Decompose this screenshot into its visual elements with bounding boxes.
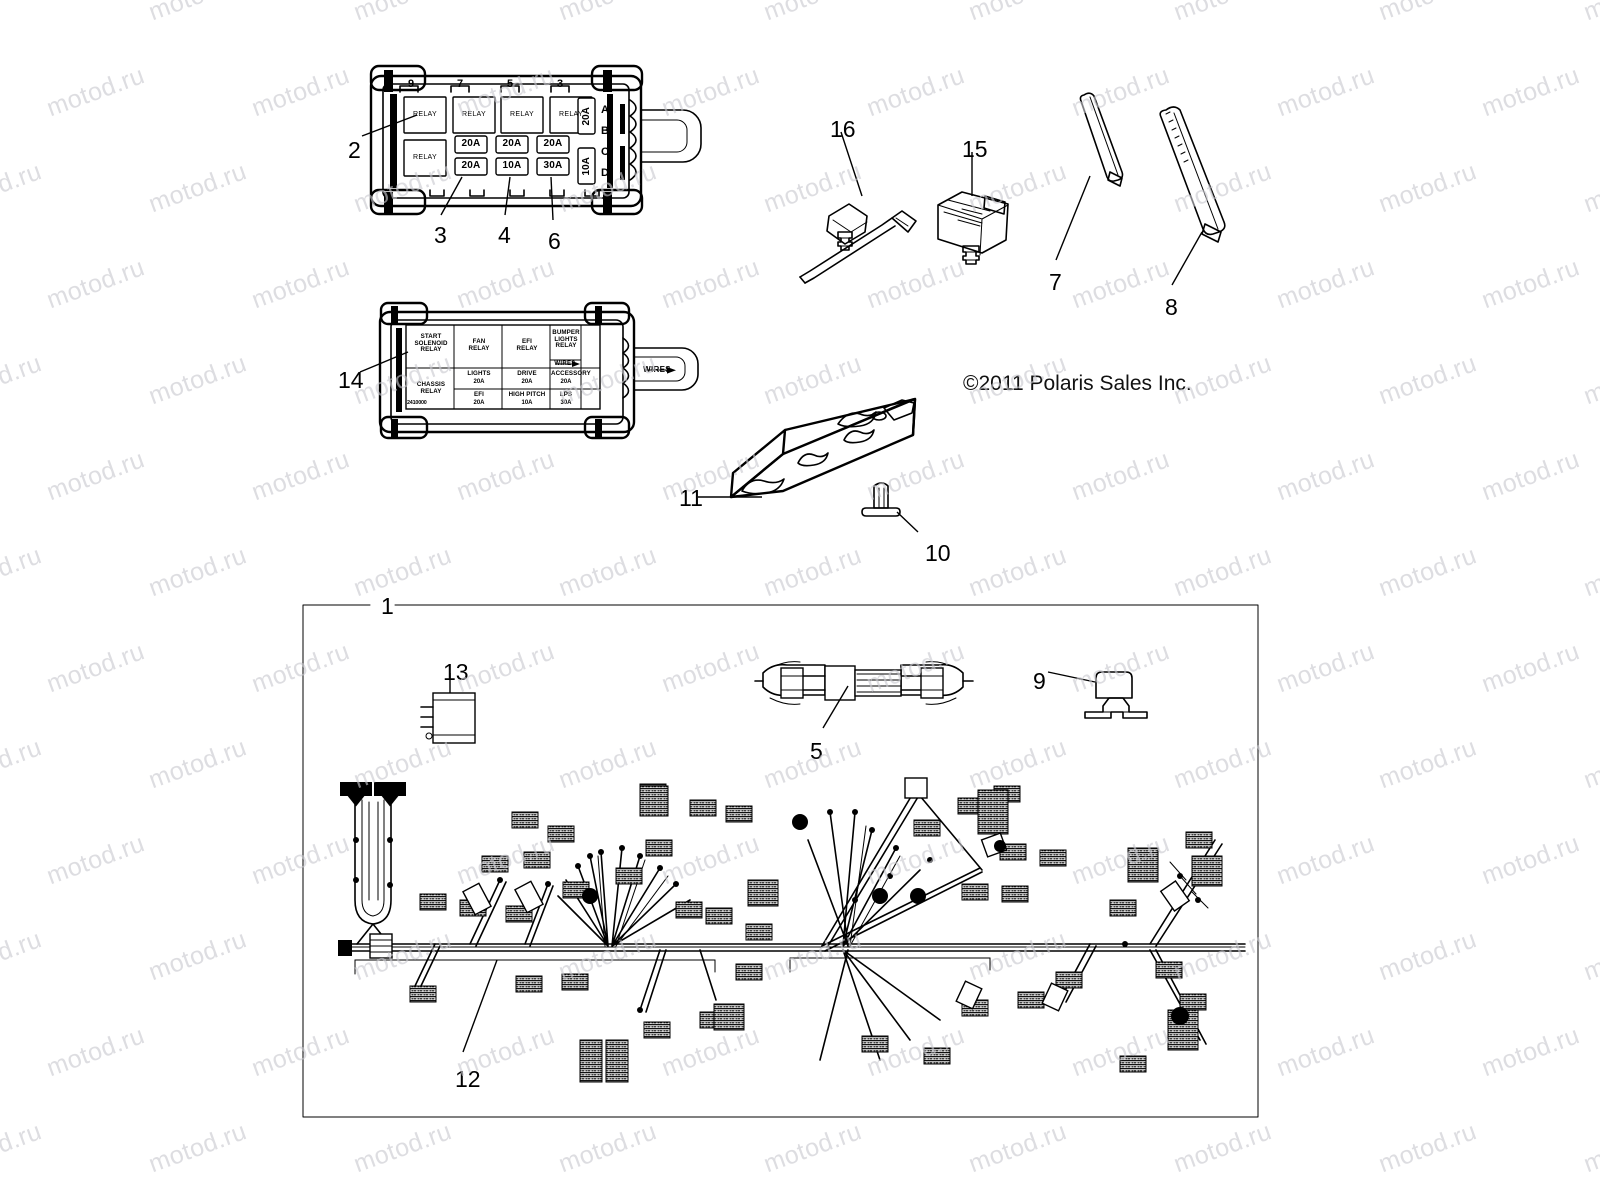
legend-efi-relay: EFI RELAY [516, 338, 538, 352]
callout-11: 11 [679, 485, 703, 511]
fuse-position-7: 7 [456, 78, 464, 90]
fuse-box-lower-art [359, 301, 699, 440]
legend-accessory: ACCESSORY [551, 370, 591, 377]
callout-13: 13 [443, 659, 469, 685]
callout-7: 7 [1049, 269, 1062, 295]
fuse-slot-r2c3: 10A [502, 160, 522, 171]
mounting-bracket-art [698, 397, 917, 499]
callout-16: 16 [830, 116, 856, 142]
legend-start-solenoid-relay: START SOLENOID RELAY [414, 333, 448, 353]
legend-lps-amp: 30A [560, 400, 572, 406]
cable-tie-long-art [1055, 92, 1124, 261]
legend-efi-amp: 20A [473, 400, 485, 406]
fuse-position-b: B [601, 125, 609, 137]
fuse-position-1: 1 [604, 78, 612, 90]
fuse-position-5: 5 [506, 78, 514, 90]
fuse-box-upper-art [361, 64, 702, 216]
main-panel-border [302, 604, 1259, 1118]
relay-slot-4: RELAY [559, 111, 583, 118]
legend-drive-amp: 20A [521, 379, 533, 385]
fuse-slot-r1c2: 20A [461, 138, 481, 149]
push-rivet-art [861, 482, 919, 533]
wires-label-inner: WIRES [554, 361, 576, 367]
relay-slot-3: RELAY [510, 111, 534, 118]
callout-5: 5 [810, 738, 823, 764]
callout-2: 2 [348, 137, 361, 163]
cable-tie-wide-art [1159, 106, 1226, 286]
callout-15: 15 [962, 136, 988, 162]
callout-14: 14 [338, 367, 364, 393]
legend-lights: LIGHTS [467, 370, 491, 377]
fuse-position-a: A [601, 104, 609, 116]
callout-1: 1 [381, 593, 394, 619]
fuse-position-3: 3 [556, 78, 564, 90]
tie-mount-strap-art [799, 131, 917, 284]
relay-slot-5: RELAY [413, 154, 437, 161]
callout-8: 8 [1165, 294, 1178, 320]
relay-module-art [420, 673, 476, 744]
legend-accessory-amp: 20A [560, 379, 572, 385]
legend-bumper-lights-relay: BUMPER LIGHTS RELAY [552, 329, 580, 349]
callout-3: 3 [434, 222, 447, 248]
legend-chassis-relay: CHASSIS RELAY [416, 381, 446, 395]
legend-high-pitch: HIGH PITCH [508, 391, 546, 398]
legend-high-pitch-amp: 10A [521, 400, 533, 406]
inline-connector-art [754, 661, 974, 729]
relay-slot-2: RELAY [462, 111, 486, 118]
wire-harness-art [338, 777, 1246, 1083]
callout-6: 6 [548, 228, 561, 254]
legend-lps: LPS [559, 391, 573, 398]
tie-mount-block-art [937, 152, 1009, 265]
legend-drive: DRIVE [517, 370, 537, 377]
clip-saddle-art [1047, 671, 1148, 719]
copyright-notice: ©2011 Polaris Sales Inc. [963, 372, 1192, 395]
legend-lights-amp: 20A [473, 379, 485, 385]
legend-efi: EFI [474, 391, 484, 398]
fuse-position-c: C [601, 146, 609, 158]
fuse-slot-r2c4: 30A [543, 160, 563, 171]
fuse-position-d: D [601, 167, 609, 179]
callout-10: 10 [925, 540, 951, 566]
fuse-box-part-number: 2410000 [407, 400, 427, 406]
callout-9: 9 [1033, 668, 1046, 694]
fuse-slot-r2c2: 20A [461, 160, 481, 171]
fuse-slot-vertical-ab: 20A [580, 107, 592, 126]
fuse-slot-r1c4: 20A [543, 138, 563, 149]
wires-label-outer: WIRES [643, 365, 671, 374]
fuse-position-9: 9 [407, 78, 415, 90]
fuse-slot-vertical-cd: 10A [580, 157, 592, 176]
fuse-leaders [440, 176, 554, 221]
legend-fan-relay: FAN RELAY [468, 338, 490, 352]
fuse-slot-r1c3: 20A [502, 138, 522, 149]
relay-slot-1: RELAY [413, 111, 437, 118]
callout-4: 4 [498, 222, 511, 248]
callout-12: 12 [455, 1066, 481, 1092]
